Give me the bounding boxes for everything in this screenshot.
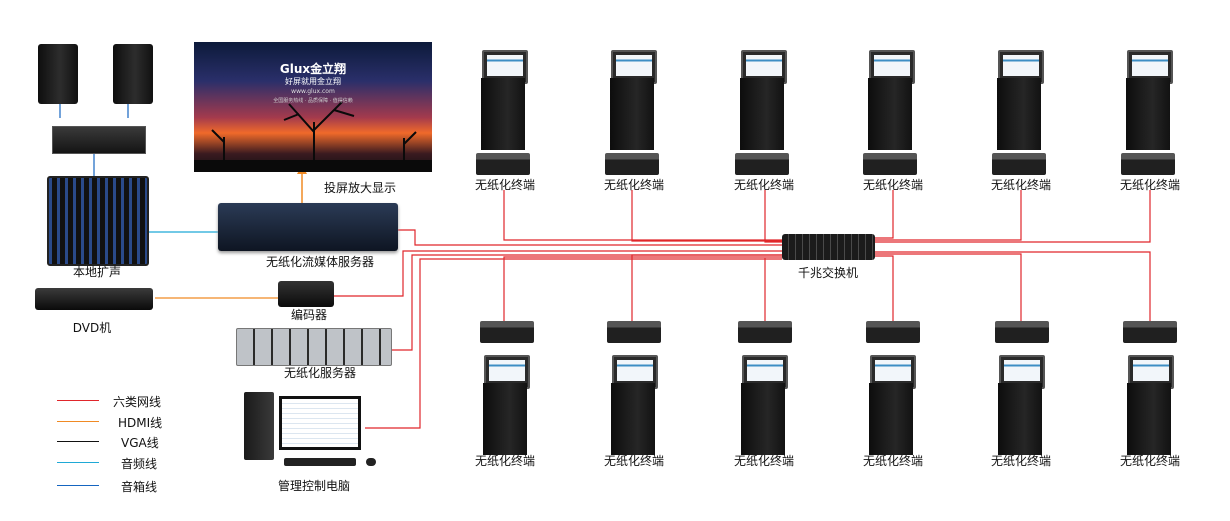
paperless-server (236, 328, 392, 366)
terminal-label: 无纸化终端 (603, 178, 665, 192)
legend-label: HDMI线 (118, 416, 163, 430)
network-cables (334, 190, 1151, 429)
terminal-base (995, 321, 1049, 343)
legend-swatch (57, 421, 99, 422)
speaker-left (38, 44, 78, 104)
terminal-body (997, 78, 1041, 150)
mgmt-pc-label: 管理控制电脑 (277, 479, 351, 493)
streaming-server (218, 203, 398, 251)
legend-label: VGA线 (121, 436, 159, 450)
terminal-base (866, 321, 920, 343)
pc-tower (244, 392, 274, 460)
legend-swatch (57, 462, 99, 463)
legend-label: 六类网线 (113, 395, 162, 409)
encoder-label: 编码器 (290, 308, 328, 322)
terminal-label: 无纸化终端 (862, 454, 924, 468)
screen-fine-print: 全国服务热线 · 品质保障 · 值得信赖 (273, 98, 353, 104)
terminal-base (1121, 153, 1175, 175)
projection-screen: Glux金立翔 好屏就用金立翔 www.glux.com 全国服务热线 · 品质… (194, 42, 432, 172)
terminal-label: 无纸化终端 (733, 454, 795, 468)
terminal-body (740, 78, 784, 150)
legend-swatch (57, 485, 99, 486)
terminal-base (605, 153, 659, 175)
legend-label: 音箱线 (121, 480, 158, 494)
terminal-body (483, 383, 527, 455)
terminal-body (481, 78, 525, 150)
pc-mouse (366, 458, 376, 466)
terminal-label: 无纸化终端 (990, 178, 1052, 192)
encoder (278, 281, 334, 307)
legend-swatch (57, 441, 99, 442)
pc-keyboard (284, 458, 356, 466)
terminal-base (476, 153, 530, 175)
terminal-base (735, 153, 789, 175)
local-pa-label: 本地扩声 (72, 265, 122, 279)
dvd-player (35, 288, 153, 310)
terminal-body (868, 78, 912, 150)
terminal-body (1127, 383, 1171, 455)
projection-label: 投屏放大显示 (323, 181, 397, 195)
audio-mixer (47, 176, 149, 266)
terminal-label: 无纸化终端 (603, 454, 665, 468)
terminal-body (610, 78, 654, 150)
terminal-body (611, 383, 655, 455)
pc-monitor (279, 396, 361, 450)
screen-slogan: 好屏就用金立翔 (285, 77, 341, 86)
terminal-label: 无纸化终端 (1119, 454, 1181, 468)
terminal-base (738, 321, 792, 343)
terminal-base (480, 321, 534, 343)
screen-brand: Glux金立翔 (279, 62, 347, 76)
streaming-server-label: 无纸化流媒体服务器 (265, 255, 375, 269)
terminal-body (741, 383, 785, 455)
legend-label: 音频线 (121, 457, 158, 471)
terminal-body (1126, 78, 1170, 150)
terminal-label: 无纸化终端 (733, 178, 795, 192)
screen-url: www.glux.com (291, 88, 335, 95)
terminal-label: 无纸化终端 (862, 178, 924, 192)
terminal-body (998, 383, 1042, 455)
terminal-label: 无纸化终端 (474, 454, 536, 468)
dvd-label: DVD机 (72, 321, 112, 335)
switch-label: 千兆交换机 (797, 266, 859, 280)
terminal-base (863, 153, 917, 175)
gigabit-switch (782, 234, 875, 260)
paperless-server-label: 无纸化服务器 (283, 366, 357, 380)
terminal-base (1123, 321, 1177, 343)
speaker-right (113, 44, 153, 104)
terminal-base (992, 153, 1046, 175)
terminal-label: 无纸化终端 (1119, 178, 1181, 192)
legend-swatch (57, 400, 99, 401)
terminal-body (869, 383, 913, 455)
terminal-label: 无纸化终端 (990, 454, 1052, 468)
terminal-base (607, 321, 661, 343)
terminal-label: 无纸化终端 (474, 178, 536, 192)
amplifier (52, 126, 146, 154)
tree-silhouette (194, 101, 432, 172)
